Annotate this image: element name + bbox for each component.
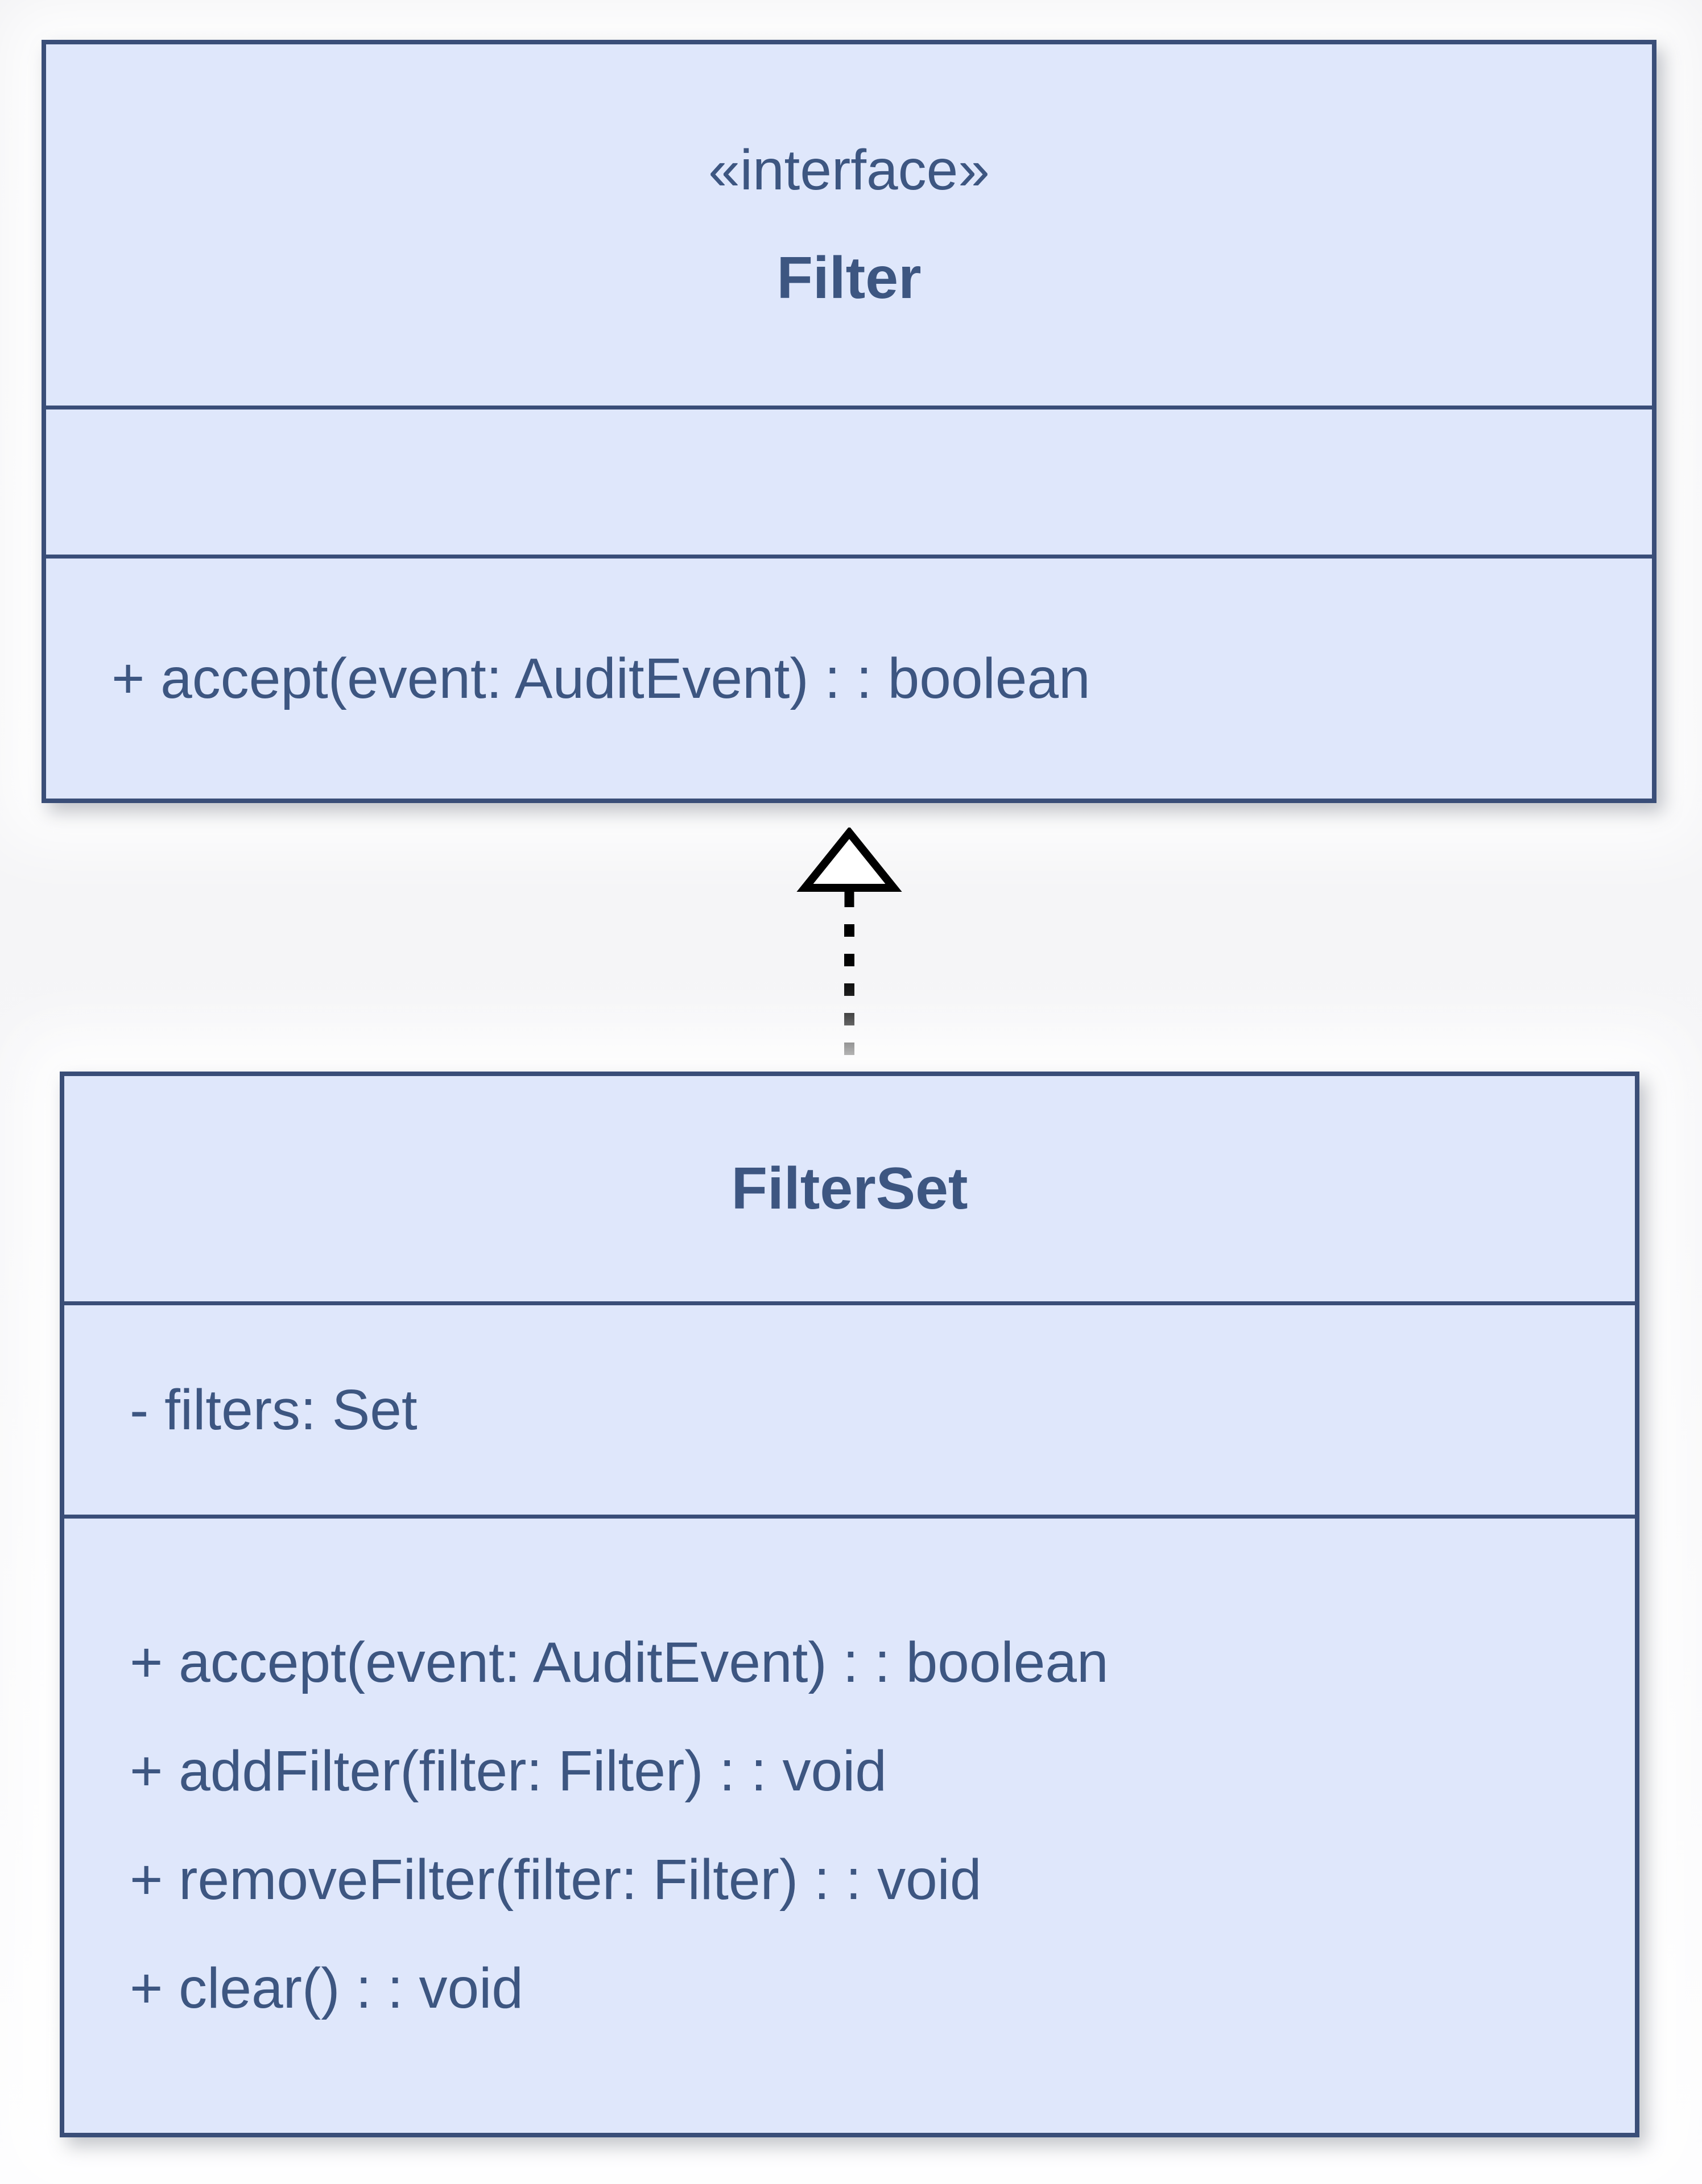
filter-methods-compartment: + accept(event: AuditEvent) : : boolean bbox=[46, 555, 1652, 799]
filterset-methods-compartment: + accept(event: AuditEvent) : : boolean … bbox=[64, 1515, 1635, 2133]
filterset-name: FilterSet bbox=[731, 1155, 968, 1222]
filter-title-compartment: «interface» Filter bbox=[46, 44, 1652, 406]
filterset-title-compartment: FilterSet bbox=[64, 1076, 1635, 1301]
hollow-triangle-arrowhead-icon bbox=[796, 828, 902, 892]
filterset-class-box: FilterSet - filters: Set + accept(event:… bbox=[60, 1072, 1639, 2137]
filterset-method-removefilter: + removeFilter(filter: Filter) : : void bbox=[130, 1848, 982, 1912]
filter-method-accept: + accept(event: AuditEvent) : : boolean bbox=[111, 646, 1090, 710]
filter-interface-box: «interface» Filter + accept(event: Audit… bbox=[42, 40, 1656, 803]
interface-stereotype-label: «interface» bbox=[708, 138, 990, 202]
filterset-method-addfilter: + addFilter(filter: Filter) : : void bbox=[130, 1739, 887, 1803]
interface-name: Filter bbox=[776, 245, 922, 312]
filterset-attribute-filters: - filters: Set bbox=[130, 1378, 418, 1442]
realization-arrow bbox=[796, 828, 902, 1073]
filterset-method-clear: + clear() : : void bbox=[130, 1956, 523, 2020]
filter-attributes-compartment bbox=[46, 406, 1652, 555]
filterset-attributes-compartment: - filters: Set bbox=[64, 1301, 1635, 1515]
filterset-method-accept: + accept(event: AuditEvent) : : boolean bbox=[130, 1631, 1109, 1694]
